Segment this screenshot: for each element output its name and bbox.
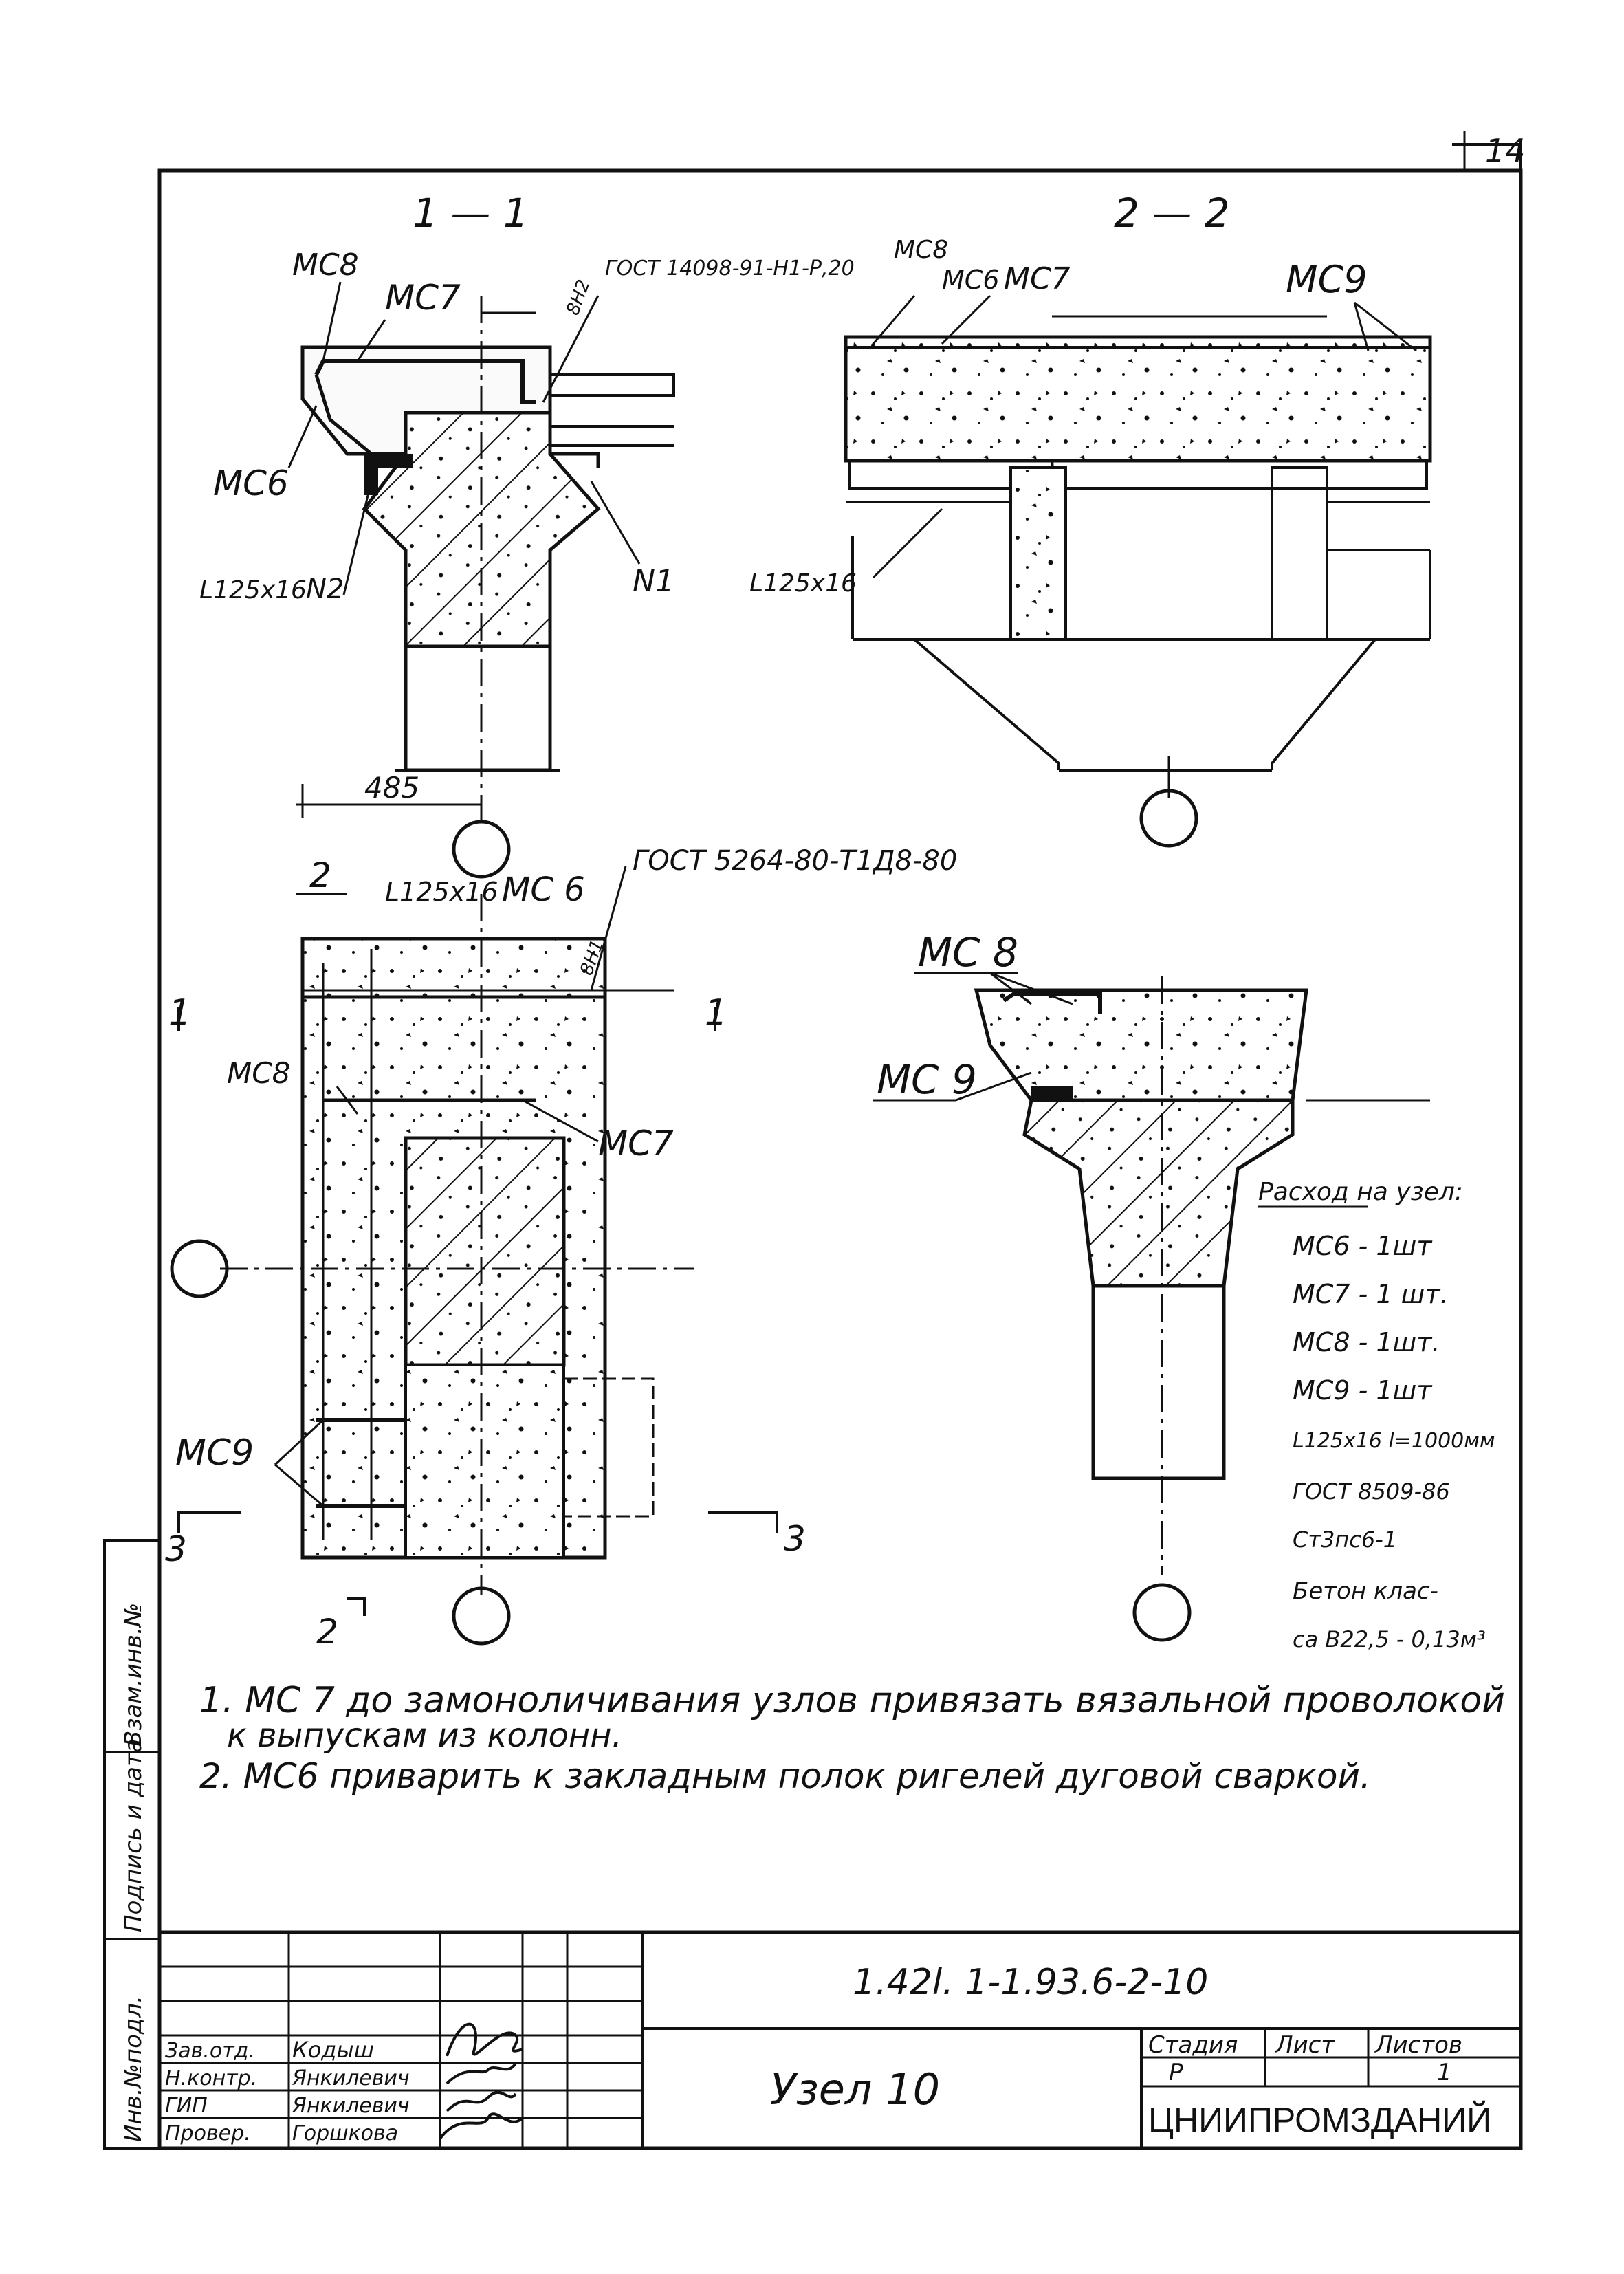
stamp-role: Провер.	[165, 2121, 251, 2145]
sheet-value: 1	[1437, 2059, 1452, 2086]
label-n1: N1	[633, 564, 674, 599]
consumption-line: Бетон клас-	[1293, 1577, 1438, 1605]
title-block: 1.42l. 1-1.93.6-2-10 Узел 10 ЦНИИПРОМЗДА…	[157, 1930, 1523, 2150]
margin-inv-repl: Взам.инв.№	[120, 1603, 147, 1747]
axis-bubble-1	[452, 820, 511, 879]
consumption-line: МС9 - 1шт	[1293, 1375, 1433, 1406]
label-mc9-s33: МС 9	[877, 1056, 977, 1103]
stamp-role: Н.контр.	[165, 2066, 257, 2090]
plan-view: 2 2 1 1 3 3 L125x16 МС 6 ГОСТ 5264-80-Т1…	[165, 845, 957, 1652]
label-mc8-plan: МС8	[227, 1056, 290, 1090]
signature	[439, 2112, 524, 2140]
consumption-line: ГОСТ 8509-86	[1293, 1478, 1450, 1505]
label-angle-plan: L125x16	[385, 877, 498, 907]
section-1-1: 1 — 1 485 МС8 МС7 МС6 L125x16 N	[199, 190, 855, 879]
sheets-header: Листов	[1374, 2031, 1462, 2059]
label-mc9-s22: МС9	[1286, 258, 1368, 301]
label-mc9-plan: МС9	[175, 1432, 254, 1474]
signature	[446, 2091, 517, 2112]
label-mc6-s11: МС6	[213, 463, 289, 503]
cut-2-top: 2	[309, 855, 331, 895]
margin-sign-date: Подпись и дата	[120, 1738, 147, 1932]
cut-1-left: 1	[168, 992, 191, 1034]
label-gost2: ГОСТ 5264-80-Т1Д8-80	[633, 845, 957, 877]
section-2-2: 2 — 2 МС8 МС6 МС7 МС9 L125x16	[749, 190, 1432, 848]
label-n2: N2	[306, 573, 344, 605]
label-mc7-s22: МС7	[1004, 261, 1071, 296]
stamp-name: Янкилевич	[292, 2094, 410, 2118]
margin-inv-orig: Инв.№подл.	[120, 1996, 147, 2142]
stamp-name: Янкилевич	[292, 2066, 410, 2090]
label-mc8-s22: МС8	[894, 236, 948, 264]
drawing-code: 1.42l. 1-1.93.6-2-10	[853, 1962, 1208, 2003]
axis-bubble-2	[1139, 789, 1198, 848]
dim-485: 485	[364, 771, 419, 805]
stamp-role: ГИП	[165, 2094, 208, 2118]
stamp-name: Горшкова	[292, 2121, 398, 2145]
stamp-name: Кодыш	[292, 2037, 374, 2063]
cut-3-left: 3	[165, 1529, 187, 1569]
stamp-role: Зав.отд.	[165, 2039, 255, 2063]
consumption-line: Ст3пс6-1	[1293, 1527, 1397, 1553]
consumption-list: Расход на узел: МС6 - 1шт МС7 - 1 шт. МС…	[1258, 1178, 1495, 1652]
consumption-line: МС7 - 1 шт.	[1293, 1279, 1449, 1309]
sheet-header: Лист	[1274, 2031, 1335, 2059]
label-mc8-s11: МС8	[292, 248, 359, 283]
signature	[446, 2062, 517, 2085]
cut-2-bottom: 2	[316, 1612, 338, 1652]
label-mc8-s33: МС 8	[918, 929, 1018, 976]
section-1-1-title: 1 — 1	[413, 190, 529, 237]
axis-bubble-5	[1132, 1583, 1192, 1642]
label-gost1: ГОСТ 14098-91-Н1-Р,20	[605, 256, 855, 281]
consumption-heading: Расход на узел:	[1258, 1178, 1463, 1206]
consumption-line: МС8 - 1шт.	[1293, 1327, 1440, 1357]
drawing-title: Узел 10	[770, 2064, 940, 2114]
section-3-3: МС 8 МС 9	[873, 929, 1430, 1642]
sheet-number: 14	[1485, 132, 1526, 169]
cut-3-right: 3	[784, 1519, 806, 1559]
consumption-line: L125x16 l=1000мм	[1293, 1429, 1495, 1453]
axis-bubble-4	[452, 1586, 511, 1646]
label-mc6-plan: МС 6	[502, 871, 585, 909]
consumption-line: МС6 - 1шт	[1293, 1231, 1433, 1261]
signature	[446, 2022, 523, 2057]
note-1: 1. МС 7 до замоноличивания узлов привяза…	[199, 1680, 1505, 1721]
label-mc6-s22: МС6	[942, 265, 1000, 295]
axis-bubble-3	[170, 1239, 229, 1298]
label-mc7-plan: МС7	[598, 1124, 674, 1163]
cut-1-right: 1	[705, 992, 727, 1034]
label-angle-s11: L125x16	[199, 576, 307, 604]
label-angle-s22: L125x16	[749, 569, 857, 598]
note-1-cont: к выпускам из колонн.	[227, 1716, 622, 1755]
note-2: 2. МС6 приварить к закладным полок ригел…	[199, 1756, 1371, 1796]
organization: ЦНИИПРОМЗДАНИЙ	[1148, 2100, 1491, 2139]
stage-value: Р	[1169, 2059, 1183, 2086]
notes: 1. МС 7 до замоноличивания узлов привяза…	[199, 1680, 1505, 1796]
section-2-2-title: 2 — 2	[1114, 190, 1230, 237]
consumption-line: са В22,5 - 0,13м³	[1293, 1626, 1486, 1652]
stage-header: Стадия	[1148, 2031, 1238, 2059]
label-mc7-s11: МС7	[385, 278, 461, 318]
